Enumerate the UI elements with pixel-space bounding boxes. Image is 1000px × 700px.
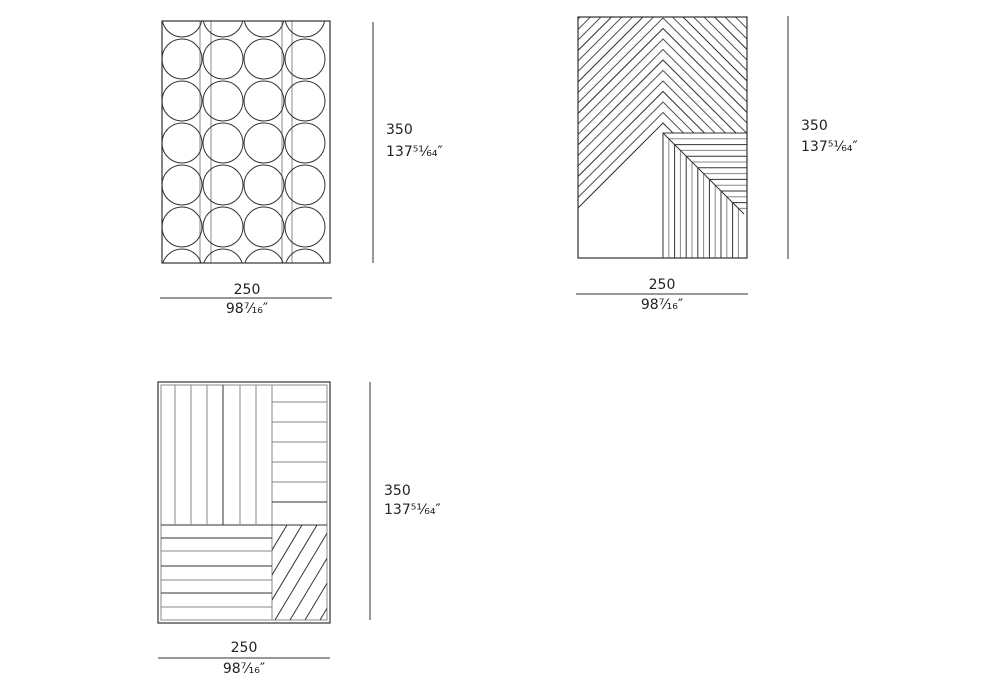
chevron-line xyxy=(578,38,747,258)
parquet-panel xyxy=(157,381,371,659)
chevron-line xyxy=(578,27,747,258)
circle-motif xyxy=(162,80,203,122)
circle-motif xyxy=(284,80,326,122)
circle-motif xyxy=(284,38,326,80)
circle-motif xyxy=(243,38,285,80)
circle-motif xyxy=(284,206,326,248)
frame-line xyxy=(720,190,747,258)
circle-motif xyxy=(284,122,326,164)
panel1-width-mm: 250 xyxy=(233,282,261,298)
panel2-height-in: 137⁵¹⁄₆₄″ xyxy=(801,139,858,155)
circle-motif xyxy=(243,122,285,164)
diagonal-plank-line xyxy=(304,582,327,620)
chevron-line xyxy=(578,69,747,258)
circle-motif xyxy=(202,21,244,38)
circle-motif xyxy=(162,164,203,206)
circle-motif xyxy=(162,248,202,263)
diagonal-plank-line xyxy=(272,525,303,576)
circle-motif xyxy=(202,38,244,80)
frame-line xyxy=(679,149,747,258)
frame-line xyxy=(714,184,747,258)
circle-motif xyxy=(244,248,284,263)
circle-motif xyxy=(202,122,244,164)
circle-motif xyxy=(243,21,285,38)
chevron-line xyxy=(578,90,747,258)
circle-motif xyxy=(162,206,203,248)
circle-motif xyxy=(285,248,325,263)
chevron-lines xyxy=(578,17,747,258)
circle-motif xyxy=(162,122,203,164)
panel2-width-mm: 250 xyxy=(648,277,676,293)
chevron-line xyxy=(578,122,747,258)
chevron-line xyxy=(578,101,747,258)
chevron-line xyxy=(578,48,747,258)
circle-motif xyxy=(243,206,285,248)
panel2-height-mm: 350 xyxy=(801,118,828,134)
panel3-height-in: 137⁵¹⁄₆₄″ xyxy=(384,502,441,518)
panel-outline xyxy=(577,16,748,259)
circle-grid xyxy=(162,21,326,263)
chevron-line xyxy=(578,17,747,258)
circle-motif xyxy=(203,248,243,263)
frame-miter-line xyxy=(662,132,745,215)
panel1-width-in: 98⁷⁄₁₆″ xyxy=(225,301,269,317)
frame-line xyxy=(726,196,747,258)
circles-panel xyxy=(160,20,374,299)
circle-motif xyxy=(202,206,244,248)
circle-motif xyxy=(284,164,326,206)
diagonal-plank-line xyxy=(319,607,327,620)
panel3-width-mm: 250 xyxy=(230,640,258,656)
panel-outer-outline xyxy=(157,381,331,624)
diagonal-plank-line xyxy=(272,525,288,551)
circle-motif xyxy=(284,21,326,38)
chevron-line xyxy=(578,111,747,258)
diagonal-plank-line xyxy=(272,525,318,601)
circle-motif xyxy=(162,21,203,38)
panel2-width-in: 98⁷⁄₁₆″ xyxy=(640,297,684,313)
chevron-line xyxy=(578,80,747,258)
panel1-height-mm: 350 xyxy=(386,122,413,138)
panel3-height-mm: 350 xyxy=(384,483,411,499)
panel1-height-in: 137⁵¹⁄₆₄″ xyxy=(386,144,443,160)
frame-line xyxy=(703,173,747,258)
panel-outline xyxy=(161,20,331,264)
diagonal-plank-line xyxy=(274,532,327,620)
frame-line xyxy=(697,167,747,258)
circle-motif xyxy=(243,80,285,122)
frame-line xyxy=(662,132,747,258)
chevron-panel xyxy=(576,16,789,295)
circle-motif xyxy=(202,80,244,122)
diagonal-planks xyxy=(272,525,327,620)
frame-line xyxy=(737,207,747,258)
circle-motif xyxy=(243,164,285,206)
frame-line xyxy=(685,155,747,258)
frame-line xyxy=(732,202,747,258)
circle-motif xyxy=(202,164,244,206)
diagonal-plank-line xyxy=(289,557,327,620)
chevron-line xyxy=(578,59,747,258)
panel3-width-in: 98⁷⁄₁₆″ xyxy=(222,661,266,677)
circle-motif xyxy=(162,38,203,80)
